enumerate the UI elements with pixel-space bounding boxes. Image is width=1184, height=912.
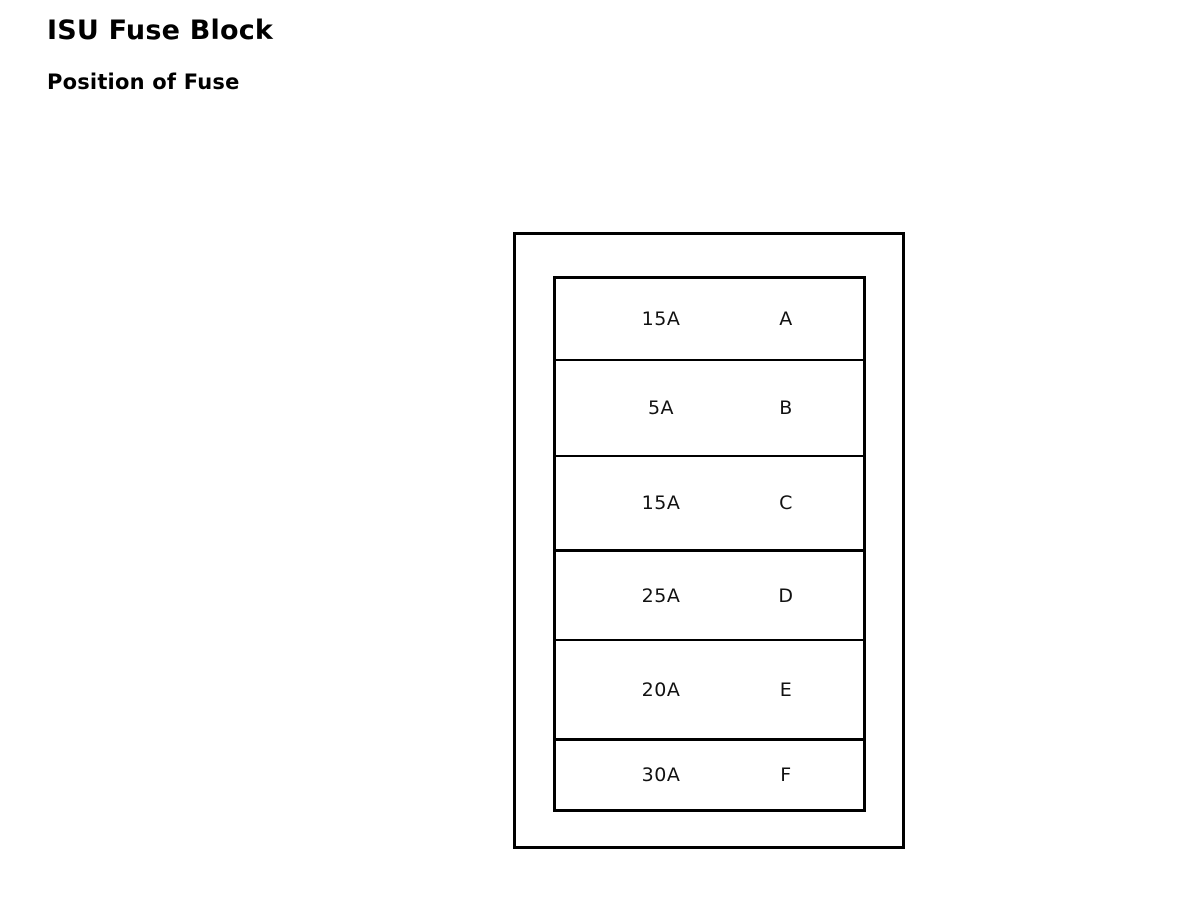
fuse-row-d: 25A D	[556, 549, 863, 639]
fuse-amperage-e: 20A	[641, 678, 681, 701]
fuse-amperage-c: 15A	[641, 492, 681, 514]
fuse-position-c: C	[779, 492, 793, 514]
page-subtitle: Position of Fuse	[47, 70, 240, 94]
fuse-amperage-f: 30A	[641, 764, 681, 786]
fuse-row-a: 15A A	[556, 279, 863, 359]
fuse-amperage-a: 15A	[641, 308, 681, 330]
fuse-block-grid: 15A A 5A B 15A C 25A D 20A E 30A F	[553, 276, 866, 812]
fuse-row-f: 30A F	[556, 738, 863, 809]
fuse-position-a: A	[779, 308, 793, 330]
heading-block: ISU Fuse Block Position of Fuse	[47, 14, 647, 96]
fuse-block-diagram: 15A A 5A B 15A C 25A D 20A E 30A F	[513, 232, 905, 849]
fuse-position-e: E	[779, 678, 793, 701]
fuse-amperage-b: 5A	[647, 397, 675, 419]
fuse-amperage-d: 25A	[641, 584, 681, 607]
page-title: ISU Fuse Block	[47, 15, 274, 46]
fuse-position-f: F	[780, 764, 792, 786]
fuse-row-b: 5A B	[556, 359, 863, 455]
fuse-row-c: 15A C	[556, 455, 863, 549]
fuse-position-b: B	[779, 397, 793, 419]
fuse-row-e: 20A E	[556, 639, 863, 738]
fuse-position-d: D	[778, 584, 794, 607]
